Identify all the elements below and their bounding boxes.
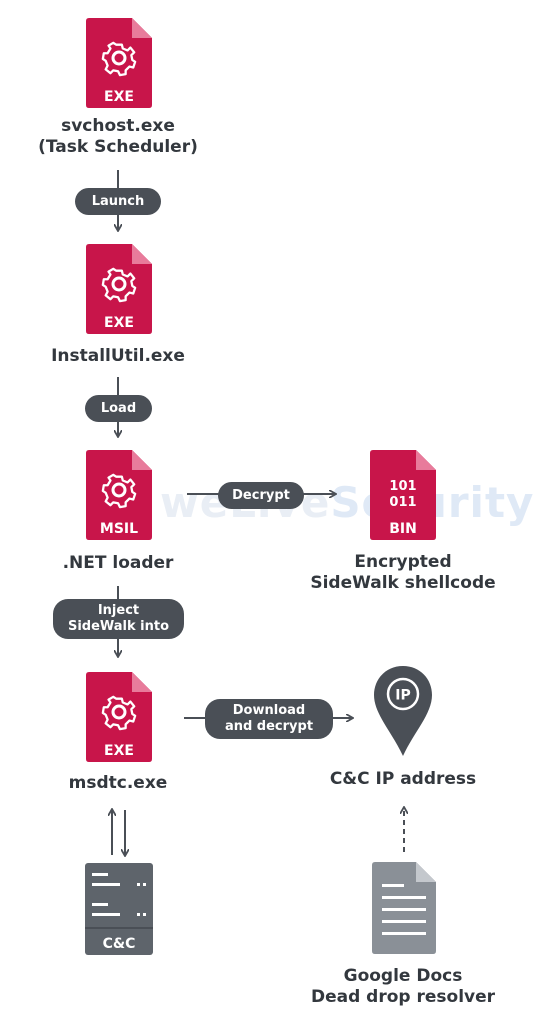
svg-text:011: 011 xyxy=(389,495,416,510)
inject-edge-label: Inject SideWalk into xyxy=(53,599,184,639)
location-pin-icon: IP xyxy=(374,666,432,756)
cc-server-icon: C&C xyxy=(85,863,153,955)
decrypt-edge-label: Decrypt xyxy=(218,482,304,509)
svg-text:EXE: EXE xyxy=(104,315,134,331)
cc-ip-label: C&C IP address xyxy=(329,769,477,789)
svg-text:101: 101 xyxy=(389,479,416,494)
net-loader-label: .NET loader xyxy=(62,553,174,573)
svg-text:EXE: EXE xyxy=(104,89,134,105)
installutil-exe-file-icon: EXE xyxy=(86,244,152,334)
google-docs-document-icon xyxy=(372,862,436,954)
download-edge-label: Download and decrypt xyxy=(205,699,333,739)
svchost-exe-file-icon: EXE xyxy=(86,18,152,108)
svchost-label: svchost.exe (Task Scheduler) xyxy=(38,116,198,157)
net-loader-msil-file-icon: MSIL xyxy=(86,450,152,540)
google-docs-label: Google Docs Dead drop resolver xyxy=(310,966,496,1007)
svg-text:BIN: BIN xyxy=(389,521,417,537)
svg-text:IP: IP xyxy=(395,688,410,704)
launch-edge-label: Launch xyxy=(75,188,161,215)
svg-text:MSIL: MSIL xyxy=(100,521,138,537)
svg-text:C&C: C&C xyxy=(103,936,136,952)
msdtc-label: msdtc.exe xyxy=(68,773,168,793)
svg-text:EXE: EXE xyxy=(104,743,134,759)
installutil-label: InstallUtil.exe xyxy=(51,346,185,366)
shellcode-label: Encrypted SideWalk shellcode xyxy=(310,552,496,593)
msdtc-exe-file-icon: EXE xyxy=(86,672,152,762)
shellcode-bin-file-icon: 101 011 BIN xyxy=(370,450,436,540)
load-edge-label: Load xyxy=(85,395,152,422)
